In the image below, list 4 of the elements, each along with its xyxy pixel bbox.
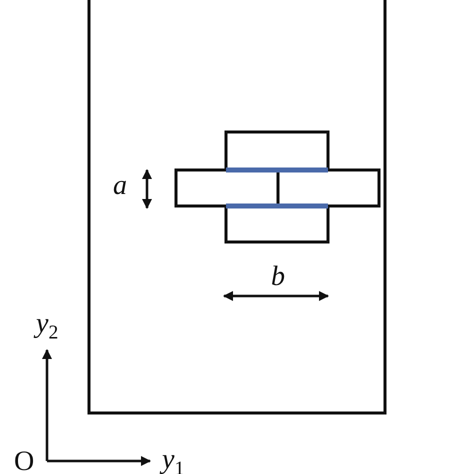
axis-label: y$_{2}$ <box>36 310 58 344</box>
origin-label: O <box>14 448 34 474</box>
dimension-label: a <box>113 172 127 200</box>
dimension-label: b <box>271 263 285 291</box>
